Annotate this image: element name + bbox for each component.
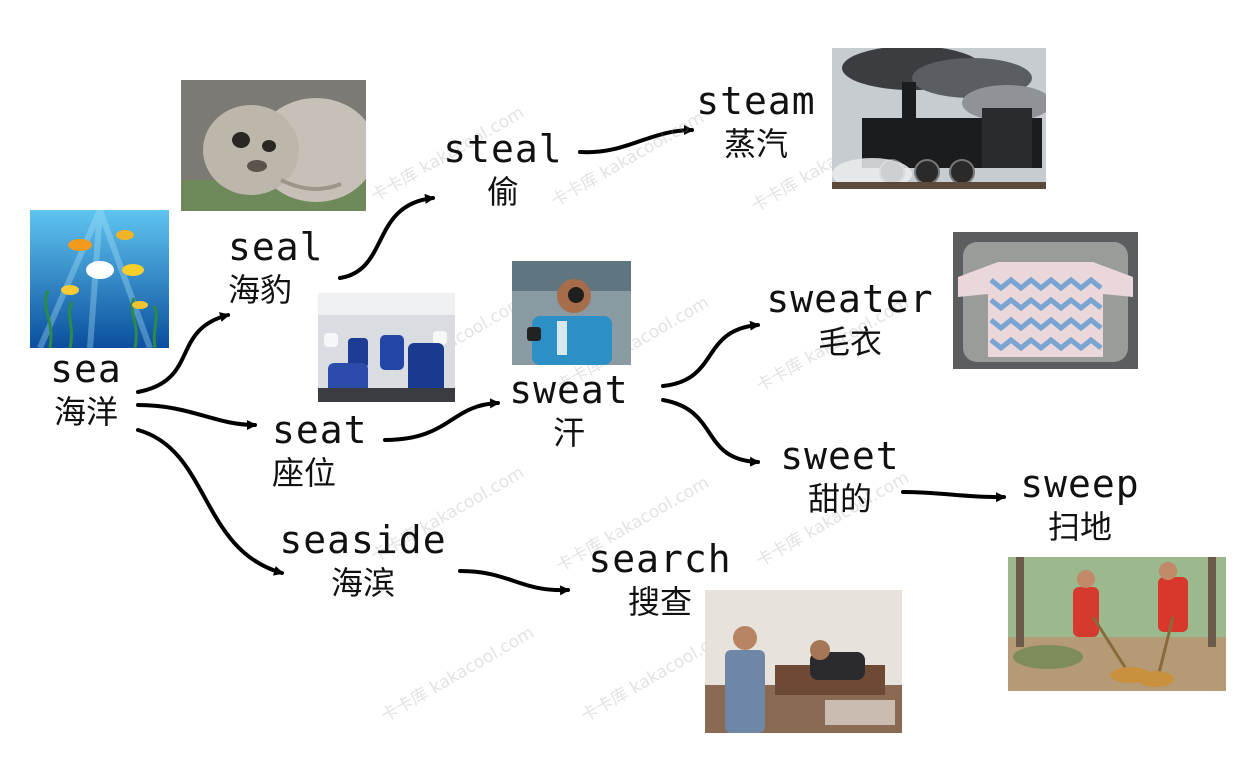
word-sweat-chinese: 汗 (552, 414, 585, 452)
word-seal-english: seal (228, 225, 324, 269)
word-seat: seat 座位 (272, 411, 372, 489)
word-seal-chinese: 海豹 (228, 271, 293, 309)
word-steal: steal 偷 (442, 130, 564, 208)
word-seaside-chinese: 海滨 (330, 564, 395, 602)
seal-image (181, 80, 366, 211)
seat-image (318, 293, 455, 402)
arrow-sweat-to-sweet (661, 398, 760, 467)
word-sea-english: sea (50, 347, 122, 391)
sweat-image (512, 261, 631, 365)
word-sea: sea 海洋 (40, 350, 132, 428)
word-sweater: sweater 毛衣 (764, 280, 936, 358)
word-sweep-english: sweep (1020, 462, 1140, 506)
word-steam: steam 蒸汽 (694, 82, 818, 160)
word-search-english: search (588, 537, 732, 581)
word-search: search 搜查 (584, 540, 736, 618)
word-sweet-english: sweet (780, 434, 900, 478)
arrow-steal-to-steam (578, 125, 694, 155)
sweep-image (1008, 557, 1226, 691)
word-seat-english: seat (272, 408, 368, 452)
word-sweep-chinese: 扫地 (1047, 508, 1112, 546)
word-seal: seal 海豹 (228, 228, 328, 306)
steam-train-image (832, 48, 1046, 189)
word-sweep: sweep 扫地 (1018, 465, 1142, 543)
word-steal-english: steal (443, 127, 563, 171)
word-seaside-english: seaside (279, 518, 447, 562)
arrow-seat-to-sweat (383, 398, 500, 442)
word-search-chinese: 搜查 (627, 583, 692, 621)
arrow-sweet-to-sweep (901, 490, 1006, 503)
word-steam-chinese: 蒸汽 (723, 125, 788, 163)
word-sweet-chinese: 甜的 (807, 480, 872, 518)
arrow-sea-to-seal (136, 312, 230, 394)
sweater-image (953, 232, 1138, 369)
word-sweat-english: sweat (509, 368, 629, 412)
arrow-sweat-to-sweater (661, 320, 760, 388)
arrow-sea-to-seaside (136, 428, 284, 576)
word-steam-english: steam (696, 79, 816, 123)
word-sweat: sweat 汗 (507, 371, 631, 449)
arrow-seaside-to-search (458, 569, 570, 596)
word-sweet: sweet 甜的 (778, 437, 902, 515)
sea-fish-image (30, 210, 169, 348)
word-steal-chinese: 偷 (486, 173, 519, 211)
word-sweater-chinese: 毛衣 (817, 323, 882, 361)
word-sea-chinese: 海洋 (53, 393, 118, 431)
word-seat-chinese: 座位 (272, 454, 337, 492)
word-seaside: seaside 海滨 (271, 521, 455, 599)
search-image (705, 590, 902, 733)
arrow-sea-to-seat (136, 403, 257, 430)
word-sweater-english: sweater (766, 277, 934, 321)
arrow-seal-to-steal (338, 193, 435, 280)
